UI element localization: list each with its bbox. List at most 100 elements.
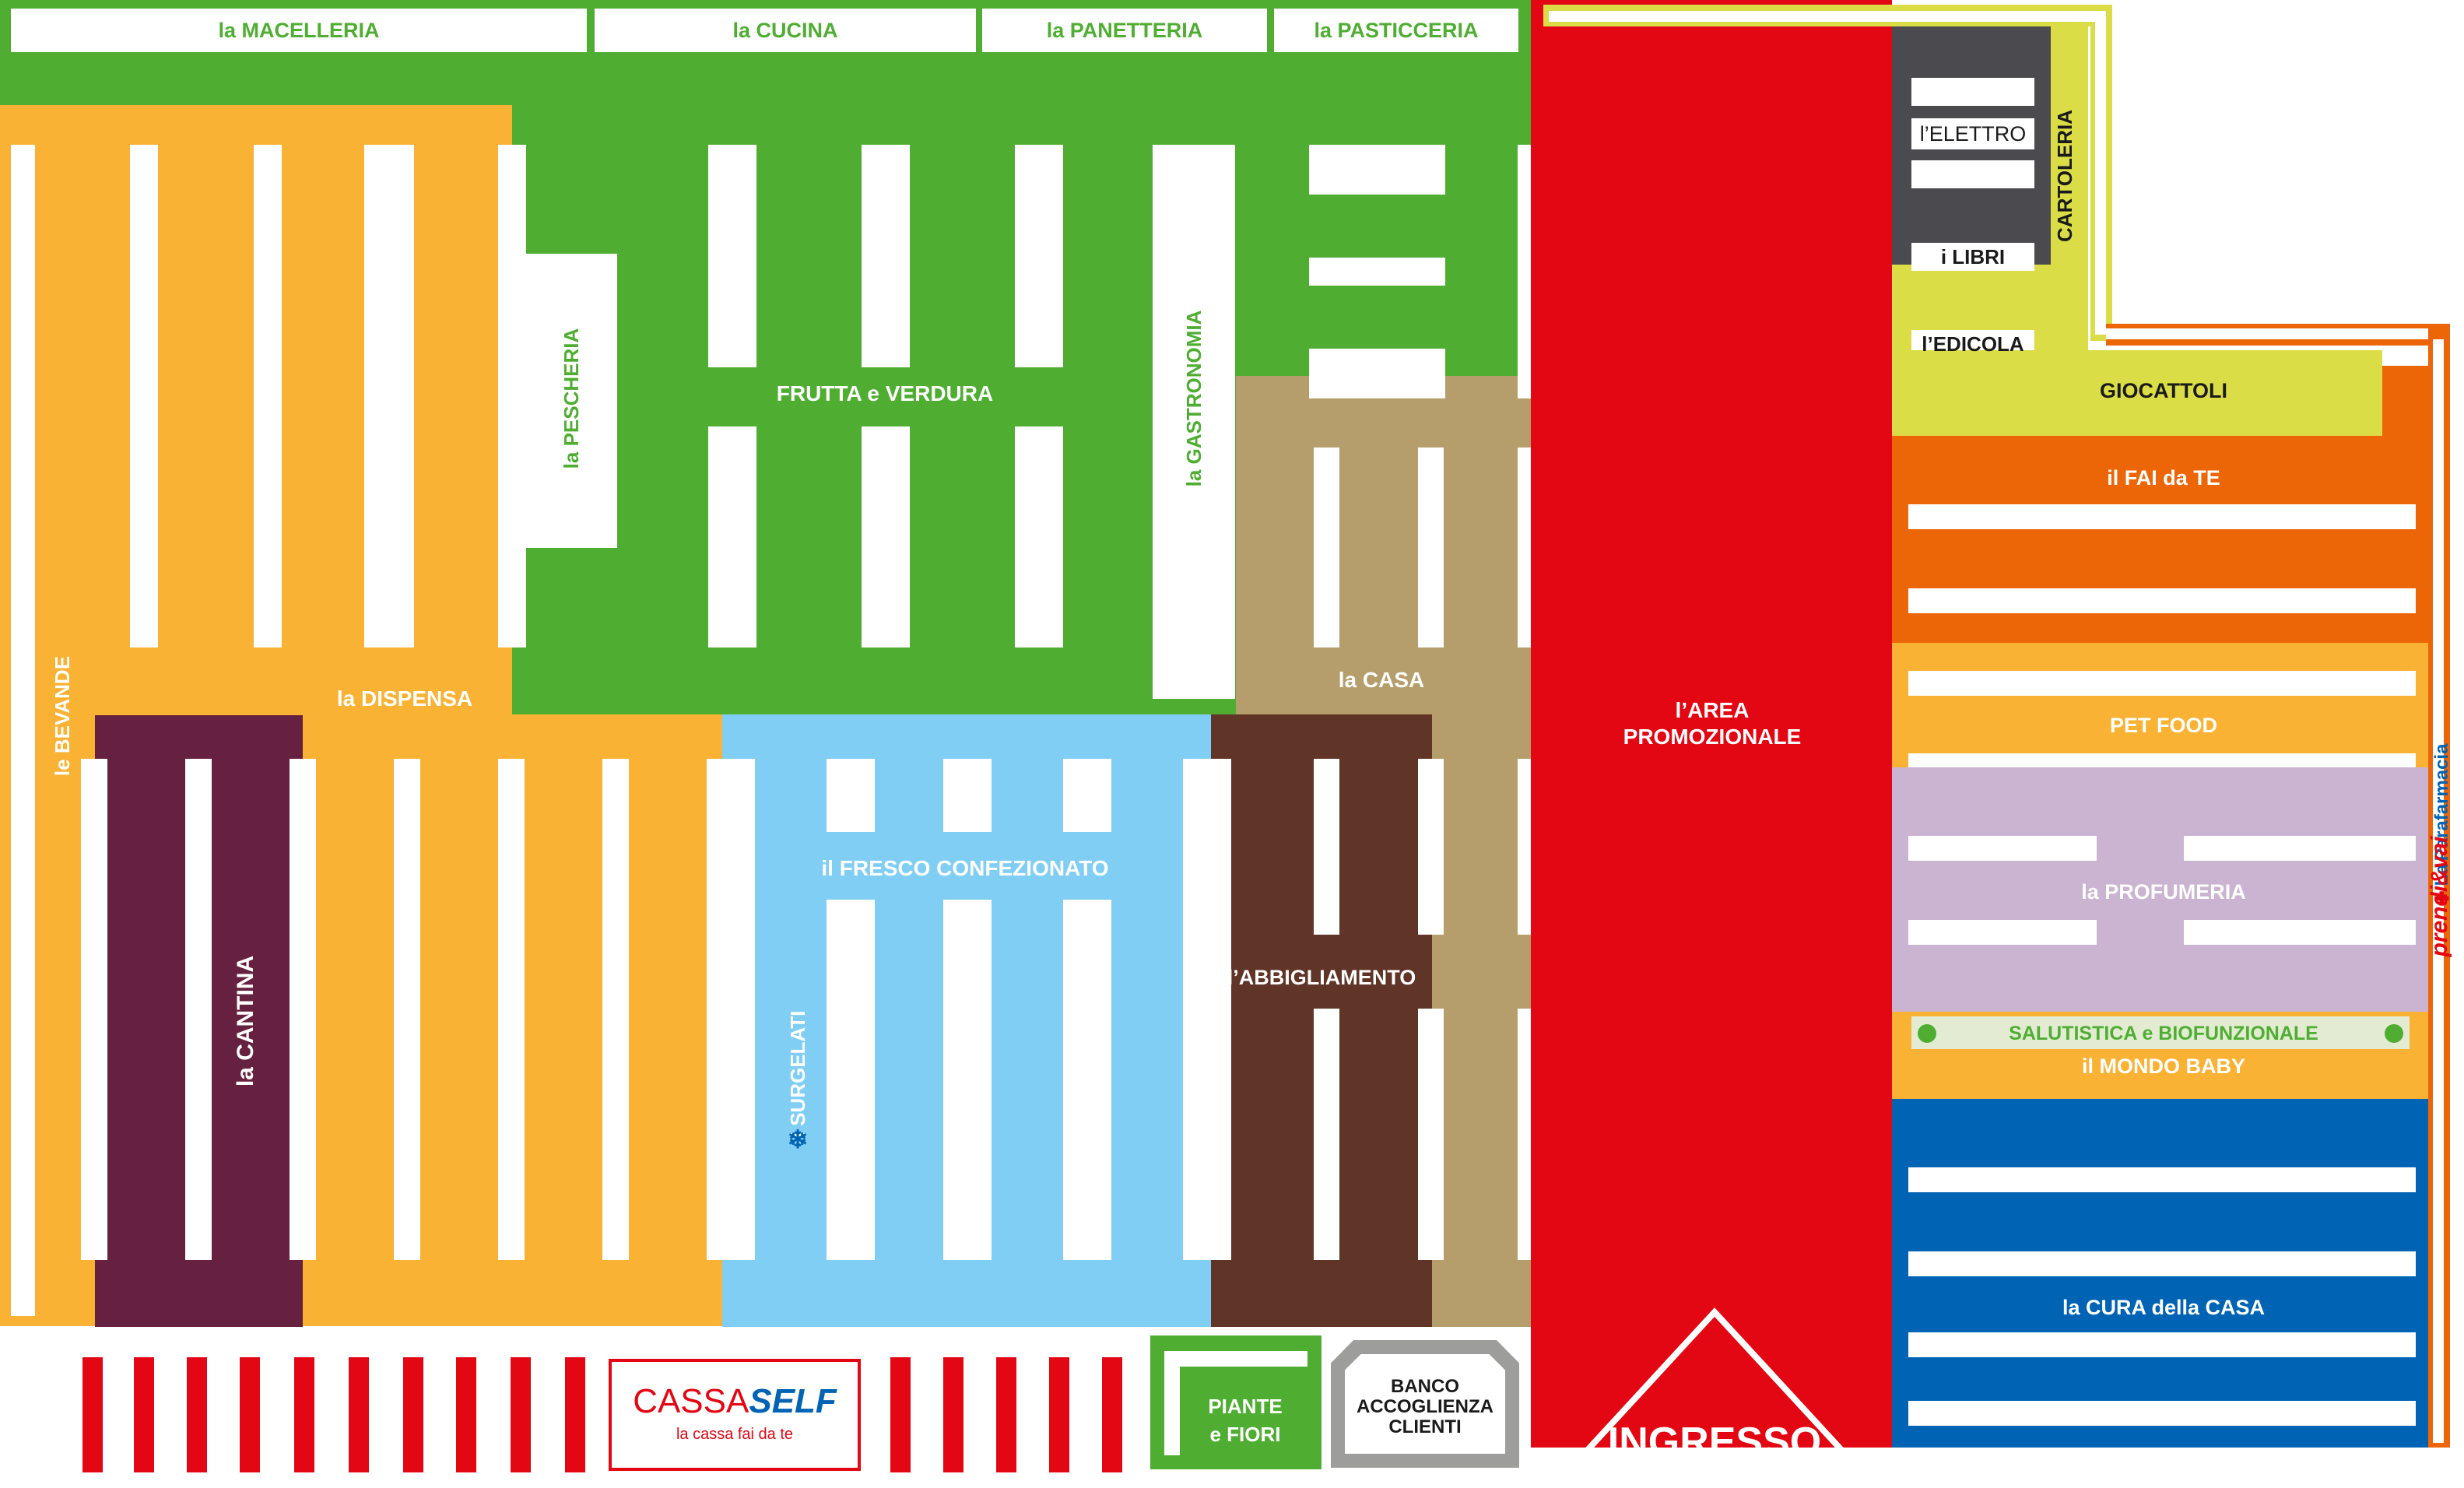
banco-accoglienza-inner <box>1345 1354 1505 1454</box>
counter-cucina[interactable]: la CUCINA <box>595 9 976 52</box>
shelf <box>81 759 107 1260</box>
shelf <box>1314 447 1339 647</box>
shelf <box>1309 349 1445 398</box>
parafarmacia-tagline: prendi&vai <box>2427 836 2452 957</box>
shelf <box>1908 504 2416 529</box>
checkout-lane <box>511 1357 531 1472</box>
shelf <box>1418 1009 1444 1260</box>
pescheria-counter[interactable] <box>525 254 617 548</box>
shelf <box>1908 588 2416 613</box>
shelf <box>364 145 414 647</box>
shelf <box>1911 78 2034 106</box>
checkout-lane <box>943 1357 963 1472</box>
profumeria-area[interactable] <box>1892 767 2428 1015</box>
checkout-lane <box>403 1357 423 1472</box>
leaf-badge-icon <box>1918 1024 1936 1043</box>
counter-pasticceria-label: la PASTICCERIA <box>1314 18 1479 42</box>
shelf <box>1908 1167 2416 1192</box>
shelf <box>1309 145 1445 195</box>
shelf <box>498 759 525 1260</box>
edicola-label: l’EDICOLA <box>1922 332 2024 356</box>
counter-panetteria[interactable]: la PANETTERIA <box>982 9 1267 52</box>
shelf <box>943 900 992 1260</box>
checkout-lane <box>294 1357 314 1472</box>
shelf <box>2184 920 2416 945</box>
gastronomia-counter[interactable] <box>1153 145 1235 699</box>
piante-fiori-inner-left <box>1164 1351 1180 1455</box>
counter-cucina-label: la CUCINA <box>732 18 838 42</box>
area-promozionale-text: l’AREA PROMOZIONALE <box>1623 698 1802 749</box>
checkout-lane <box>890 1357 911 1472</box>
shelf <box>708 426 756 647</box>
pet-food-label: PET FOOD <box>2109 713 2217 737</box>
abbigliamento-label: l’ABBIGLIAMENTO <box>1227 965 1416 989</box>
shelf <box>1908 671 2416 696</box>
shelf <box>1908 1332 2416 1357</box>
shelf <box>290 759 316 1260</box>
checkout-lane <box>1102 1357 1122 1472</box>
shelf <box>862 426 910 647</box>
cartoleria-frame-bottom-inner <box>2106 328 2439 339</box>
shelf <box>1911 160 2034 188</box>
cura-casa-frame-l <box>1892 1099 1900 1448</box>
area-promozionale-label: l’AREA PROMOZIONALE <box>1557 685 1868 763</box>
shelf <box>1015 145 1063 367</box>
fresco-confezionato-label: il FRESCO CONFEZIONATO <box>821 856 1109 880</box>
ingresso-arrow[interactable] <box>1571 1304 1859 1488</box>
salutistica-bar[interactable] <box>1911 1016 2410 1049</box>
shelf <box>1015 426 1063 647</box>
counter-macelleria[interactable]: la MACELLERIA <box>11 9 587 52</box>
shelf <box>394 759 420 1260</box>
cartoleria-frame-inner <box>1549 11 2106 22</box>
counter-macelleria-label: la MACELLERIA <box>218 18 380 42</box>
giocattoli-label: GIOCATTOLI <box>2100 378 2227 402</box>
area-promozionale[interactable] <box>1531 0 1892 1448</box>
cassa-self-tagline: la cassa fai da te <box>676 1425 794 1443</box>
checkout-lane <box>456 1357 476 1472</box>
shelf <box>1908 836 2097 861</box>
shelf <box>707 759 755 1260</box>
piante-fiori-label-b: e FIORI <box>1209 1422 1281 1446</box>
mondo-baby-label: il MONDO BABY <box>2081 1054 2245 1078</box>
checkout-lane <box>134 1357 154 1472</box>
shelf <box>1908 1251 2416 1276</box>
pet-food-area[interactable] <box>1892 643 2428 767</box>
shelf <box>2184 836 2416 861</box>
checkout-lane <box>187 1357 207 1472</box>
ingresso-label: INGRESSO <box>1607 1420 1822 1465</box>
fai-da-te-area-2 <box>2382 366 2428 444</box>
checkout-lane <box>565 1357 585 1472</box>
checkout-lane <box>240 1357 260 1472</box>
shelf <box>1418 447 1444 647</box>
parafarmacia-frame-inner <box>2433 339 2444 1443</box>
casa-label: la CASA <box>1338 668 1425 692</box>
counter-pasticceria[interactable]: la PASTICCERIA <box>1274 9 1518 52</box>
shelf <box>1418 759 1444 935</box>
piante-fiori-inner-top <box>1164 1351 1307 1367</box>
banco-label-a: BANCO <box>1391 1376 1459 1397</box>
dispensa-label: la DISPENSA <box>336 686 473 711</box>
banco-label-c: CLIENTI <box>1388 1416 1462 1437</box>
giocattoli-area[interactable] <box>1892 350 2382 436</box>
cartoleria-frame-inner-r <box>2095 11 2106 335</box>
shelf <box>1908 920 2097 945</box>
shelf <box>708 145 756 367</box>
cassa-self-box[interactable] <box>609 1359 861 1471</box>
shelf <box>1309 258 1445 286</box>
shelf <box>254 145 282 647</box>
leaf-badge-icon <box>2385 1024 2403 1043</box>
shelf <box>1314 759 1339 935</box>
salutistica-label: SALUTISTICA e BIOFUNZIONALE <box>2009 1022 2318 1044</box>
checkout-lane <box>349 1357 369 1472</box>
snowflake-icon: ❄ <box>787 1125 809 1153</box>
shelf <box>1911 243 2034 271</box>
cura-casa-label: la CURA della CASA <box>2062 1295 2266 1319</box>
cantina-label: la CANTINA <box>233 955 258 1087</box>
checkout-lane <box>1049 1357 1069 1472</box>
cartoleria-label: CARTOLERIA <box>2052 110 2076 242</box>
shelf <box>1314 1009 1339 1260</box>
checkout-lane <box>996 1357 1016 1472</box>
cassa-self-title-a: CASSA <box>633 1382 749 1420</box>
